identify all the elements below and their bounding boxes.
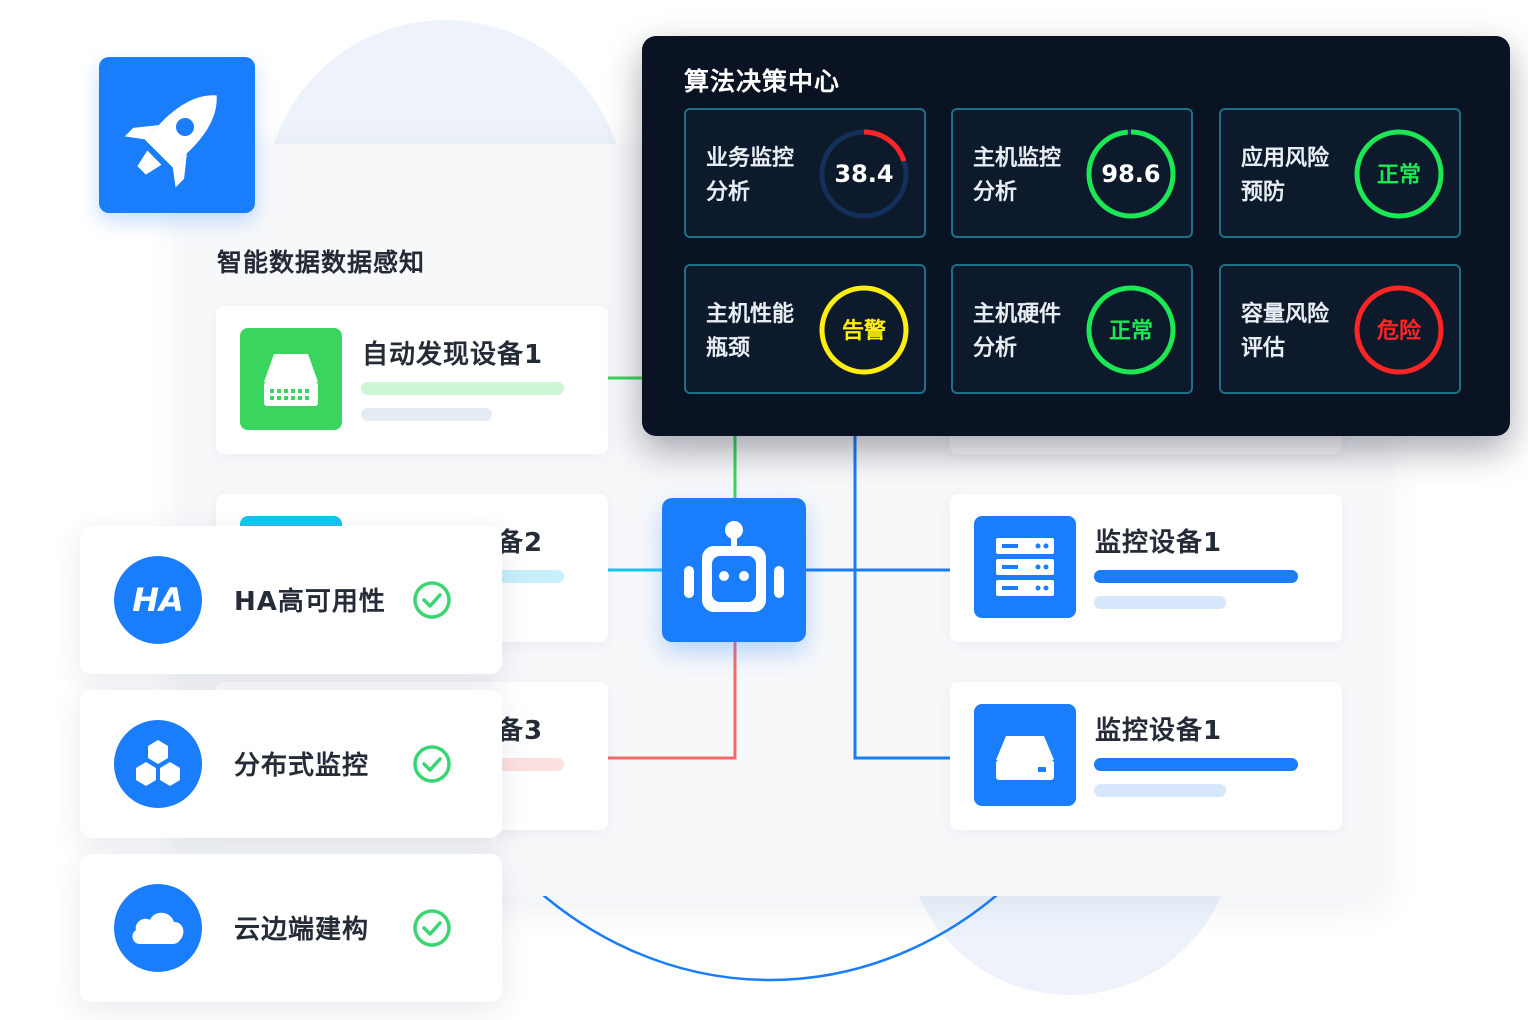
- monitor-card-2[interactable]: 监控设备1: [950, 682, 1342, 830]
- check-icon: [413, 581, 451, 619]
- status-bar: [1094, 758, 1298, 771]
- storage-tile: [974, 704, 1076, 806]
- check-icon: [413, 909, 451, 947]
- status-bar-secondary: [1094, 784, 1226, 797]
- metric-card[interactable]: 主机硬件分析 正常: [951, 264, 1193, 394]
- storage-drive-icon: [996, 736, 1054, 780]
- robot-hub[interactable]: [662, 498, 806, 642]
- metric-label: 主机监控分析: [973, 146, 1062, 205]
- gauge-arc: [819, 129, 909, 219]
- metric-card[interactable]: 主机监控分析 98.6: [951, 108, 1193, 238]
- metric-card[interactable]: 主机性能瓶颈 告警: [684, 264, 926, 394]
- decision-center-title: 算法决策中心: [684, 67, 841, 96]
- rocket-icon: [124, 95, 217, 188]
- status-bar: [361, 382, 564, 395]
- metric-card[interactable]: 容量风险评估 危险: [1219, 264, 1461, 394]
- status-bar-secondary: [1094, 596, 1226, 609]
- metric-label: 业务监控分析: [706, 146, 795, 205]
- server-tile: [974, 516, 1076, 618]
- cloud-icon: [114, 884, 202, 972]
- feature-label: 云边端建构: [234, 915, 370, 945]
- device-card-left-1[interactable]: 自动发现设备1: [216, 306, 608, 454]
- gauge-ring: 98.6: [1086, 129, 1176, 219]
- device-label: 监控设备1: [1095, 528, 1223, 558]
- server-rack-icon: [996, 538, 1054, 596]
- metric-card[interactable]: 业务监控分析 38.4: [684, 108, 926, 238]
- monitor-card-1[interactable]: 监控设备1: [950, 494, 1342, 642]
- gauge-value: 正常: [1377, 162, 1421, 188]
- connector-red: [608, 642, 737, 760]
- gauge-arc: [1086, 129, 1176, 219]
- feature-label: 分布式监控: [234, 751, 370, 781]
- metric-label: 主机性能瓶颈: [706, 302, 795, 361]
- gauge-ring: 正常: [1086, 285, 1176, 375]
- switch-tile: [240, 328, 342, 430]
- status-bar-secondary: [361, 408, 492, 421]
- feature-card-distributed[interactable]: 分布式监控: [80, 690, 502, 838]
- feature-card-ha[interactable]: HA HA高可用性: [80, 526, 502, 674]
- metric-card[interactable]: 应用风险预防 正常: [1219, 108, 1461, 238]
- robot-icon: [684, 521, 784, 612]
- feature-label: HA高可用性: [234, 587, 386, 617]
- gauge-ring: 告警: [819, 285, 909, 375]
- gauge-ring: 38.4: [819, 129, 909, 219]
- gauge-value: 98.6: [1101, 160, 1160, 188]
- gauge-value: 危险: [1377, 318, 1422, 344]
- hexagon-cluster-icon: [114, 720, 202, 808]
- section-title: 智能数据数据感知: [217, 248, 426, 277]
- metric-label: 应用风险预防: [1241, 146, 1330, 205]
- metric-label: 主机硬件分析: [973, 302, 1062, 361]
- device-label: 监控设备1: [1095, 716, 1223, 746]
- device-label: 自动发现设备1: [362, 340, 544, 370]
- status-bar: [1094, 570, 1298, 583]
- gauge-ring: 危险: [1354, 285, 1444, 375]
- ha-icon: HA: [114, 556, 202, 644]
- feature-card-cloud[interactable]: 云边端建构: [80, 854, 502, 1002]
- gauge-value: 38.4: [834, 160, 893, 188]
- gauge-value: 正常: [1109, 318, 1153, 344]
- gauge-ring: 正常: [1354, 129, 1444, 219]
- network-switch-icon: [264, 354, 318, 406]
- check-icon: [413, 745, 451, 783]
- gauge-value: 告警: [842, 319, 886, 344]
- metric-label: 容量风险评估: [1241, 302, 1330, 361]
- rocket-tile: [99, 57, 255, 213]
- connector-blue-2: [853, 420, 950, 760]
